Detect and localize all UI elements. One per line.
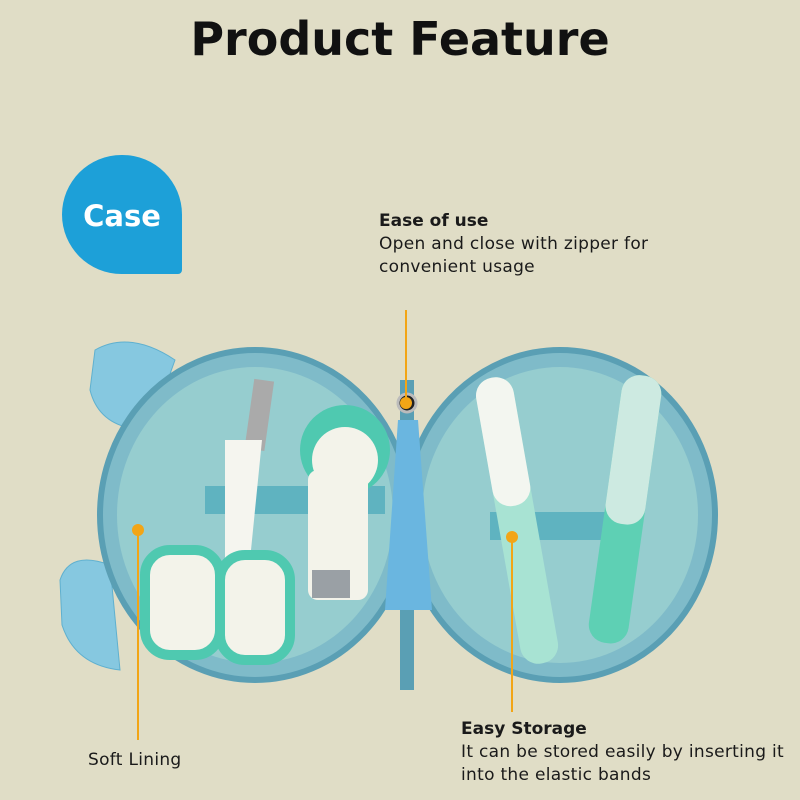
scissors <box>140 378 295 665</box>
page-title: Product Feature <box>190 12 610 66</box>
ease-heading: Ease of use <box>379 211 489 231</box>
tweezers <box>588 375 662 644</box>
annotation-soft-lining: Soft Lining <box>88 747 182 772</box>
case-ear-bottom <box>59 559 121 671</box>
annotation-ease-of-use: Ease of use Open and close with zipper f… <box>379 211 719 279</box>
callout-dot-storage <box>506 531 518 543</box>
callout-dot-ease <box>400 397 412 409</box>
lining-text: Soft Lining <box>88 750 182 770</box>
storage-heading: Easy Storage <box>461 719 587 739</box>
callout-dot-lining <box>132 524 144 536</box>
zipper-pull <box>385 420 432 610</box>
storage-text: It can be stored easily by inserting it … <box>461 742 785 785</box>
nail-file <box>476 377 559 664</box>
annotation-easy-storage: Easy Storage It can be stored easily by … <box>461 719 791 787</box>
nail-clipper <box>300 405 390 600</box>
case-badge-label: Case <box>83 199 161 233</box>
case-badge: Case <box>62 155 182 274</box>
ease-text: Open and close with zipper for convenien… <box>379 234 649 277</box>
